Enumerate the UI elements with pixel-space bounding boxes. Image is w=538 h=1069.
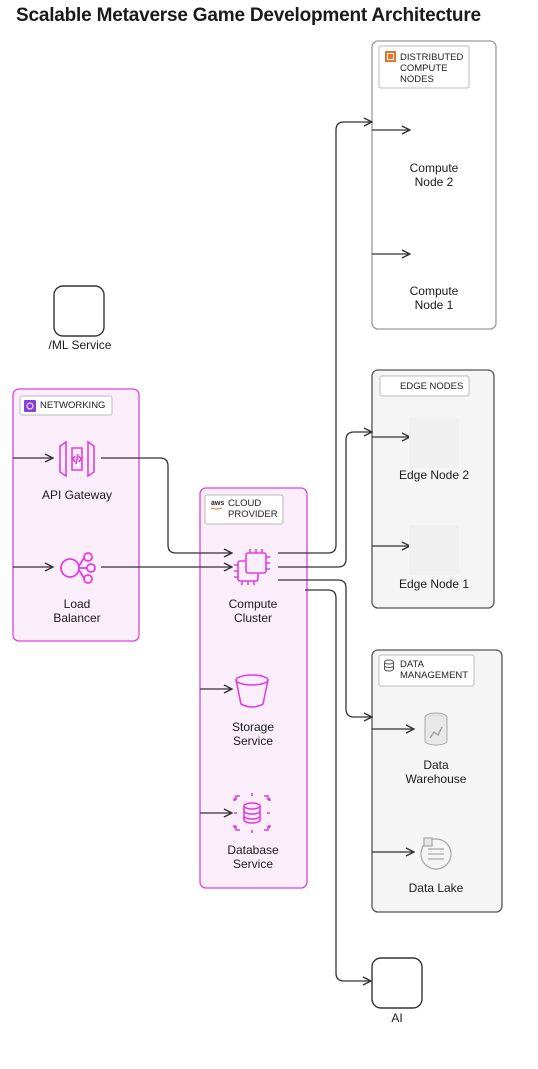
group-data-management[interactable]	[371, 649, 503, 913]
group-label-distributed: DISTRIBUTED COMPUTE NODES	[400, 52, 464, 85]
label-compute-node-1: Compute Node 1	[409, 284, 459, 312]
edge-compute-to-distributed	[278, 122, 372, 554]
diagram-title: Scalable Metaverse Game Development Arch…	[16, 5, 481, 26]
edge-compute-to-edge	[278, 432, 372, 568]
label-data-warehouse: Data Warehouse	[405, 758, 467, 786]
edge-node-2-icon[interactable]	[409, 418, 459, 468]
api-gateway-icon[interactable]	[59, 440, 95, 478]
compute-group-icon	[385, 51, 396, 62]
networking-group-icon	[24, 400, 36, 412]
group-label-data: DATA MANAGEMENT	[400, 659, 469, 681]
group-cloud-provider[interactable]	[199, 487, 308, 889]
label-storage-service: Storage Service	[231, 720, 275, 748]
label-compute-node-2: Compute Node 2	[409, 161, 459, 189]
group-label-networking: NETWORKING	[40, 400, 106, 411]
connections	[13, 122, 414, 981]
edge-node-1-icon[interactable]	[409, 525, 459, 575]
label-compute-cluster: Compute Cluster	[228, 597, 278, 625]
label-edge-node-1: Edge Node 1	[398, 577, 470, 591]
compute-cluster-icon[interactable]	[234, 549, 270, 585]
edge-compute-to-ai	[305, 589, 371, 981]
aws-logo: aws	[211, 500, 224, 507]
aws-smile-icon	[210, 507, 223, 510]
label-api-gateway: API Gateway	[41, 488, 113, 502]
label-database-service: Database Service	[227, 843, 279, 871]
group-label-cloud: CLOUD PROVIDER	[228, 498, 278, 520]
database-service-icon[interactable]	[233, 793, 271, 833]
data-warehouse-icon[interactable]	[424, 712, 448, 746]
label-load-balancer: Load Balancer	[53, 597, 101, 625]
ai-node[interactable]	[371, 957, 423, 1009]
group-label-edge: EDGE NODES	[400, 381, 464, 392]
edge-api-to-compute	[101, 457, 232, 553]
load-balancer-icon[interactable]	[60, 552, 96, 584]
edge-compute-to-data	[278, 579, 372, 717]
group-networking[interactable]	[12, 388, 140, 642]
data-lake-icon[interactable]	[420, 837, 452, 870]
label-edge-node-2: Edge Node 2	[398, 468, 470, 482]
label-ml-service: /ML Service	[48, 338, 112, 352]
database-group-icon	[384, 659, 394, 672]
ml-service-node[interactable]	[53, 285, 105, 337]
label-ai: AI	[391, 1011, 403, 1025]
label-data-lake: Data Lake	[408, 881, 464, 895]
storage-bucket-icon[interactable]	[235, 674, 269, 708]
